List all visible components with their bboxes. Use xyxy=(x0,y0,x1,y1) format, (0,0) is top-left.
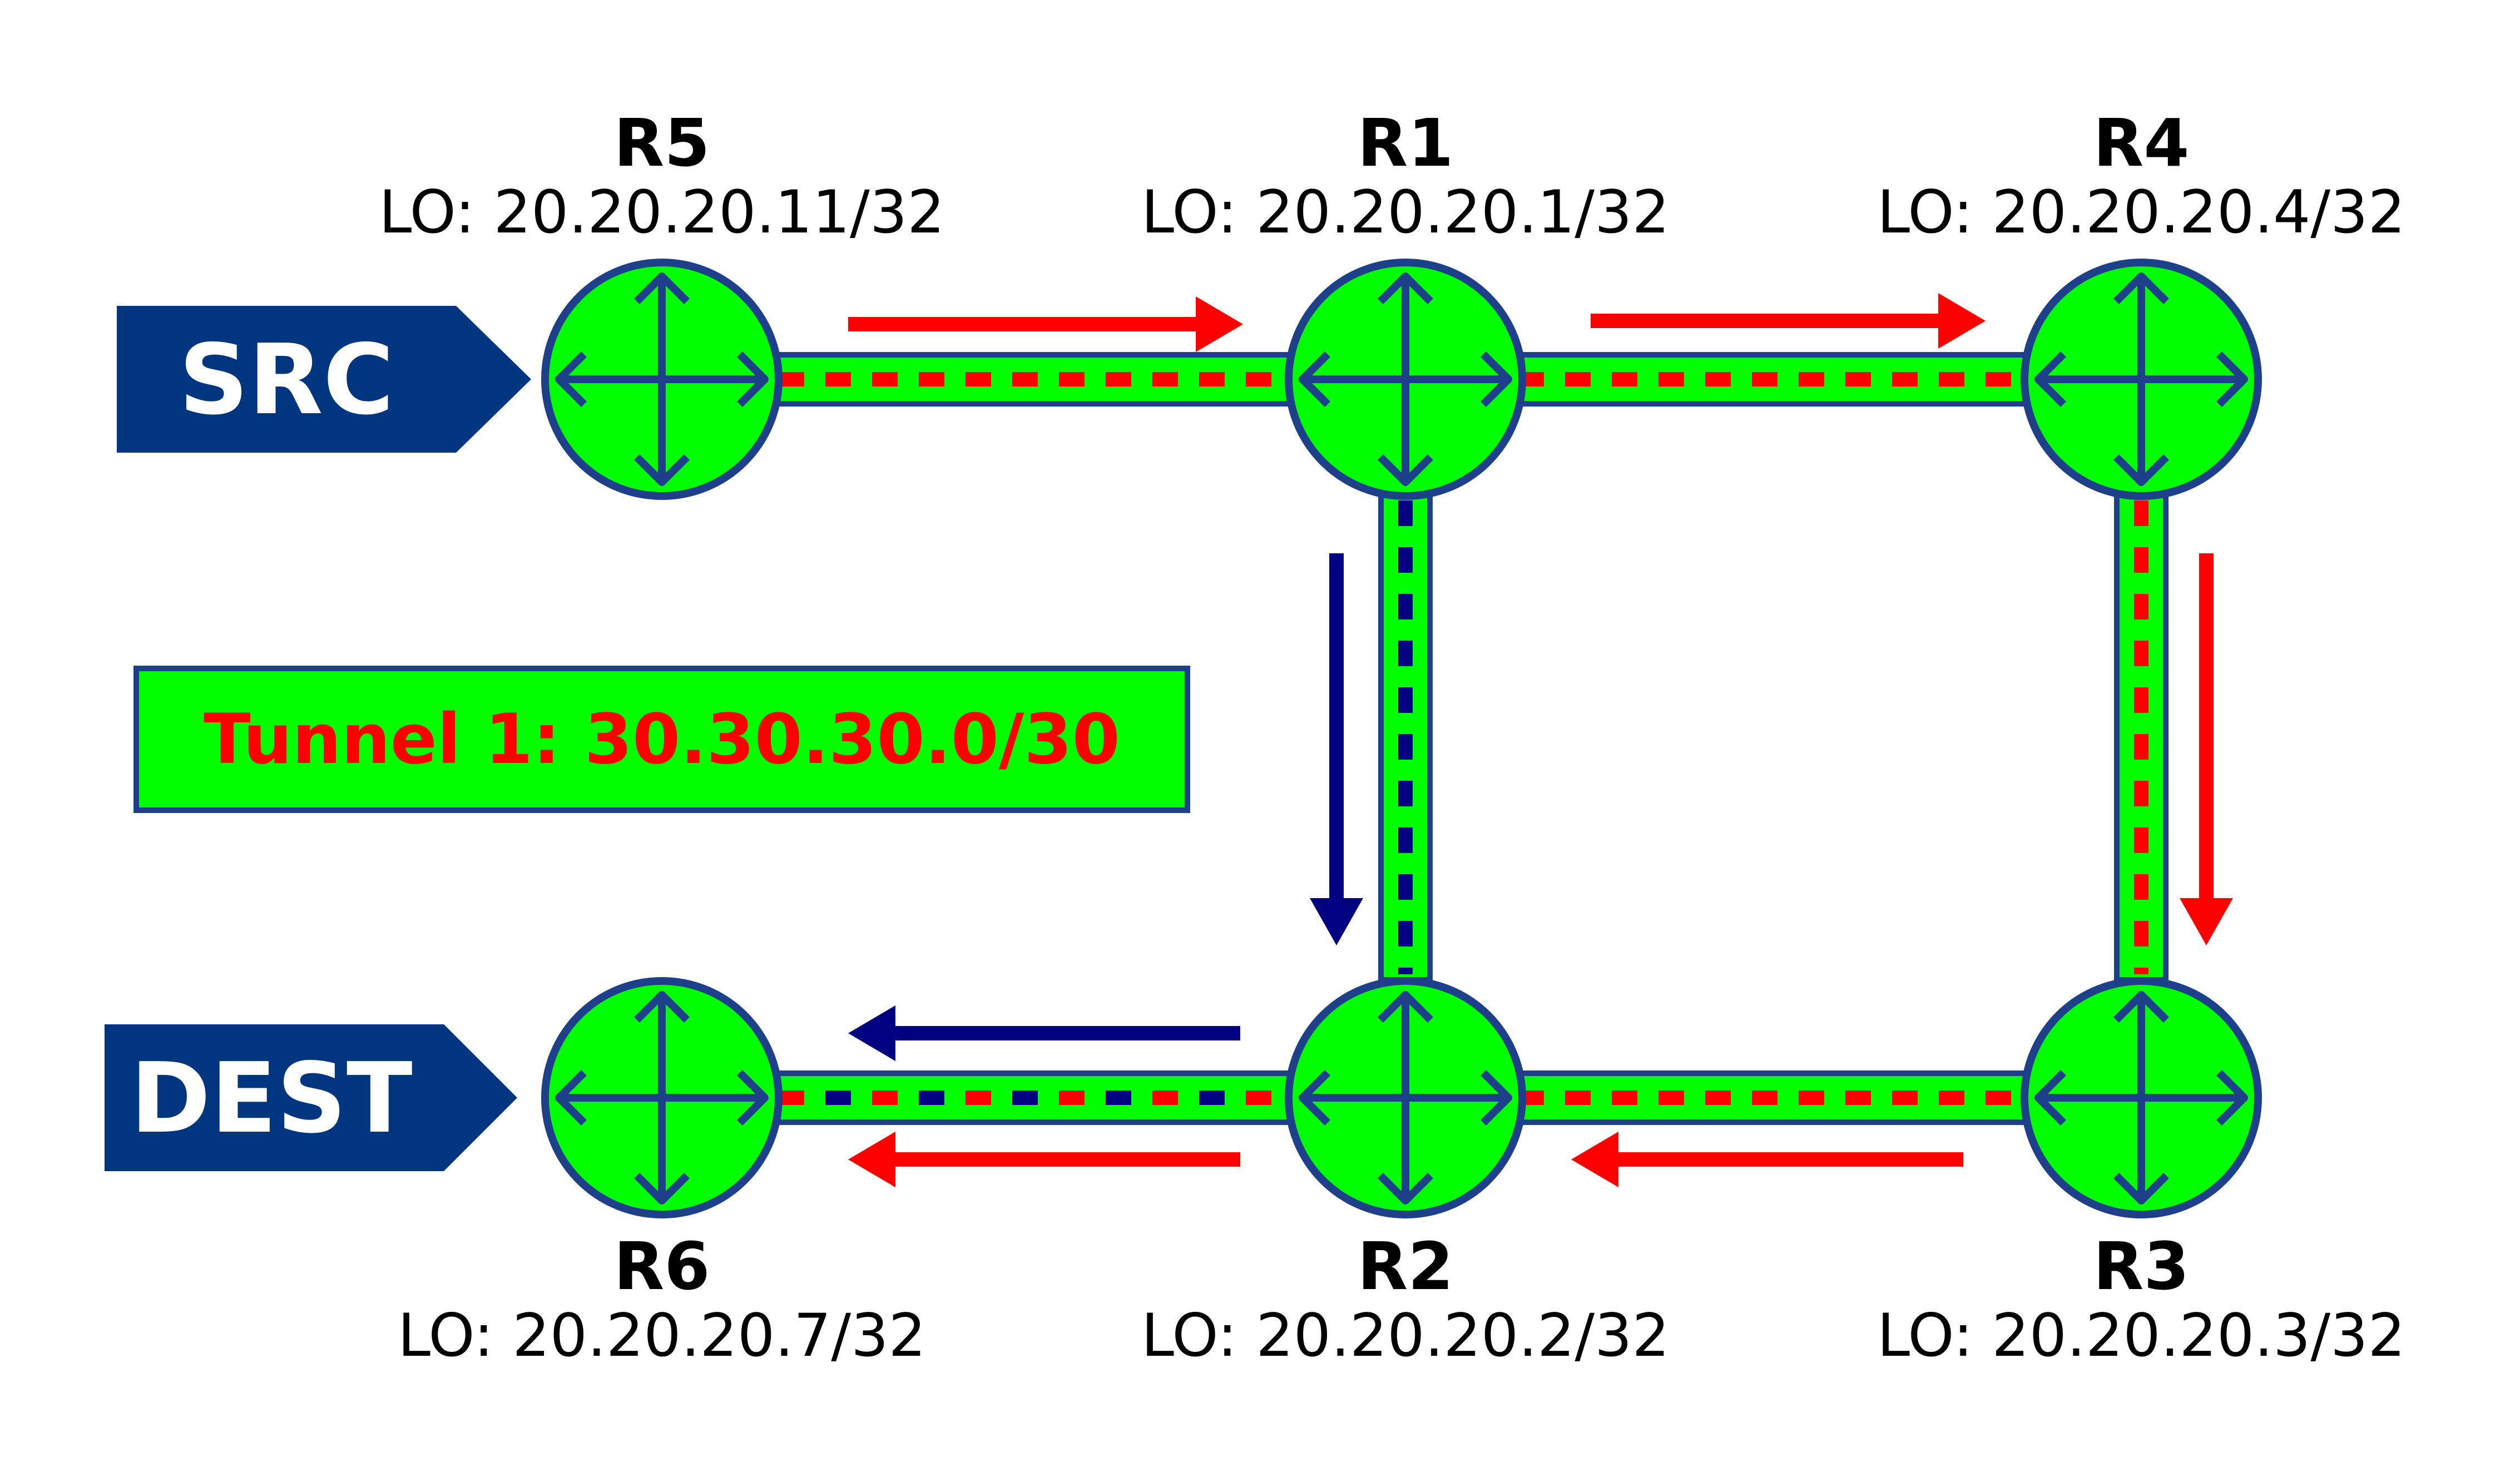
router-r6-lo: LO: 20.20.20.7/32 xyxy=(398,1301,926,1370)
router-r5-name: R5 xyxy=(614,105,710,181)
red-arrow-r2-r6 xyxy=(848,1132,1240,1187)
router-r4[interactable] xyxy=(2021,259,2262,500)
router-r2[interactable] xyxy=(1285,977,1526,1218)
tunnel-box xyxy=(133,666,1190,813)
dest-tag: DEST xyxy=(105,1024,517,1171)
router-r5-lo: LO: 20.20.20.11/32 xyxy=(379,178,944,246)
red-arrow-r3-r2 xyxy=(1571,1132,1963,1187)
red-arrow-r5-r1 xyxy=(848,296,1243,352)
dest-tag-shape xyxy=(105,1024,517,1171)
src-tag-label: SRC xyxy=(179,324,394,437)
router-r1-lo: LO: 20.20.20.1/32 xyxy=(1141,178,1670,246)
router-r1-name: R1 xyxy=(1358,105,1454,181)
router-r5[interactable] xyxy=(541,259,783,500)
router-labels: R5 LO: 20.20.20.11/32 R1 LO: 20.20.20.1/… xyxy=(379,105,2405,1370)
red-arrow-r1-r4 xyxy=(1591,293,1986,349)
router-r4-name: R4 xyxy=(2093,105,2190,181)
dest-tag-label: DEST xyxy=(130,1042,412,1155)
src-tag-shape xyxy=(117,306,531,453)
routers xyxy=(541,259,2262,1218)
router-r3-name: R3 xyxy=(2093,1228,2190,1305)
red-arrow-r4-r3 xyxy=(2180,553,2233,945)
router-r6-name: R6 xyxy=(614,1228,710,1305)
tunnel-label: Tunnel 1: 30.30.30.0/30 xyxy=(204,700,1120,780)
blue-arrow-r2-r6 xyxy=(848,1005,1240,1061)
blue-arrow-r1-r2 xyxy=(1310,553,1363,945)
router-r4-lo: LO: 20.20.20.4/32 xyxy=(1877,178,2405,246)
router-r2-lo: LO: 20.20.20.2/32 xyxy=(1141,1301,1670,1370)
tunnel-label-box: Tunnel 1: 30.30.30.0/30 xyxy=(133,666,1190,813)
flow-arrows xyxy=(848,293,2233,1187)
router-r3-lo: LO: 20.20.20.3/32 xyxy=(1877,1301,2405,1370)
router-r6[interactable] xyxy=(541,977,783,1218)
src-tag: SRC xyxy=(117,306,531,453)
router-r3[interactable] xyxy=(2021,977,2262,1218)
router-r1[interactable] xyxy=(1285,259,1526,500)
router-r2-name: R2 xyxy=(1358,1228,1454,1305)
